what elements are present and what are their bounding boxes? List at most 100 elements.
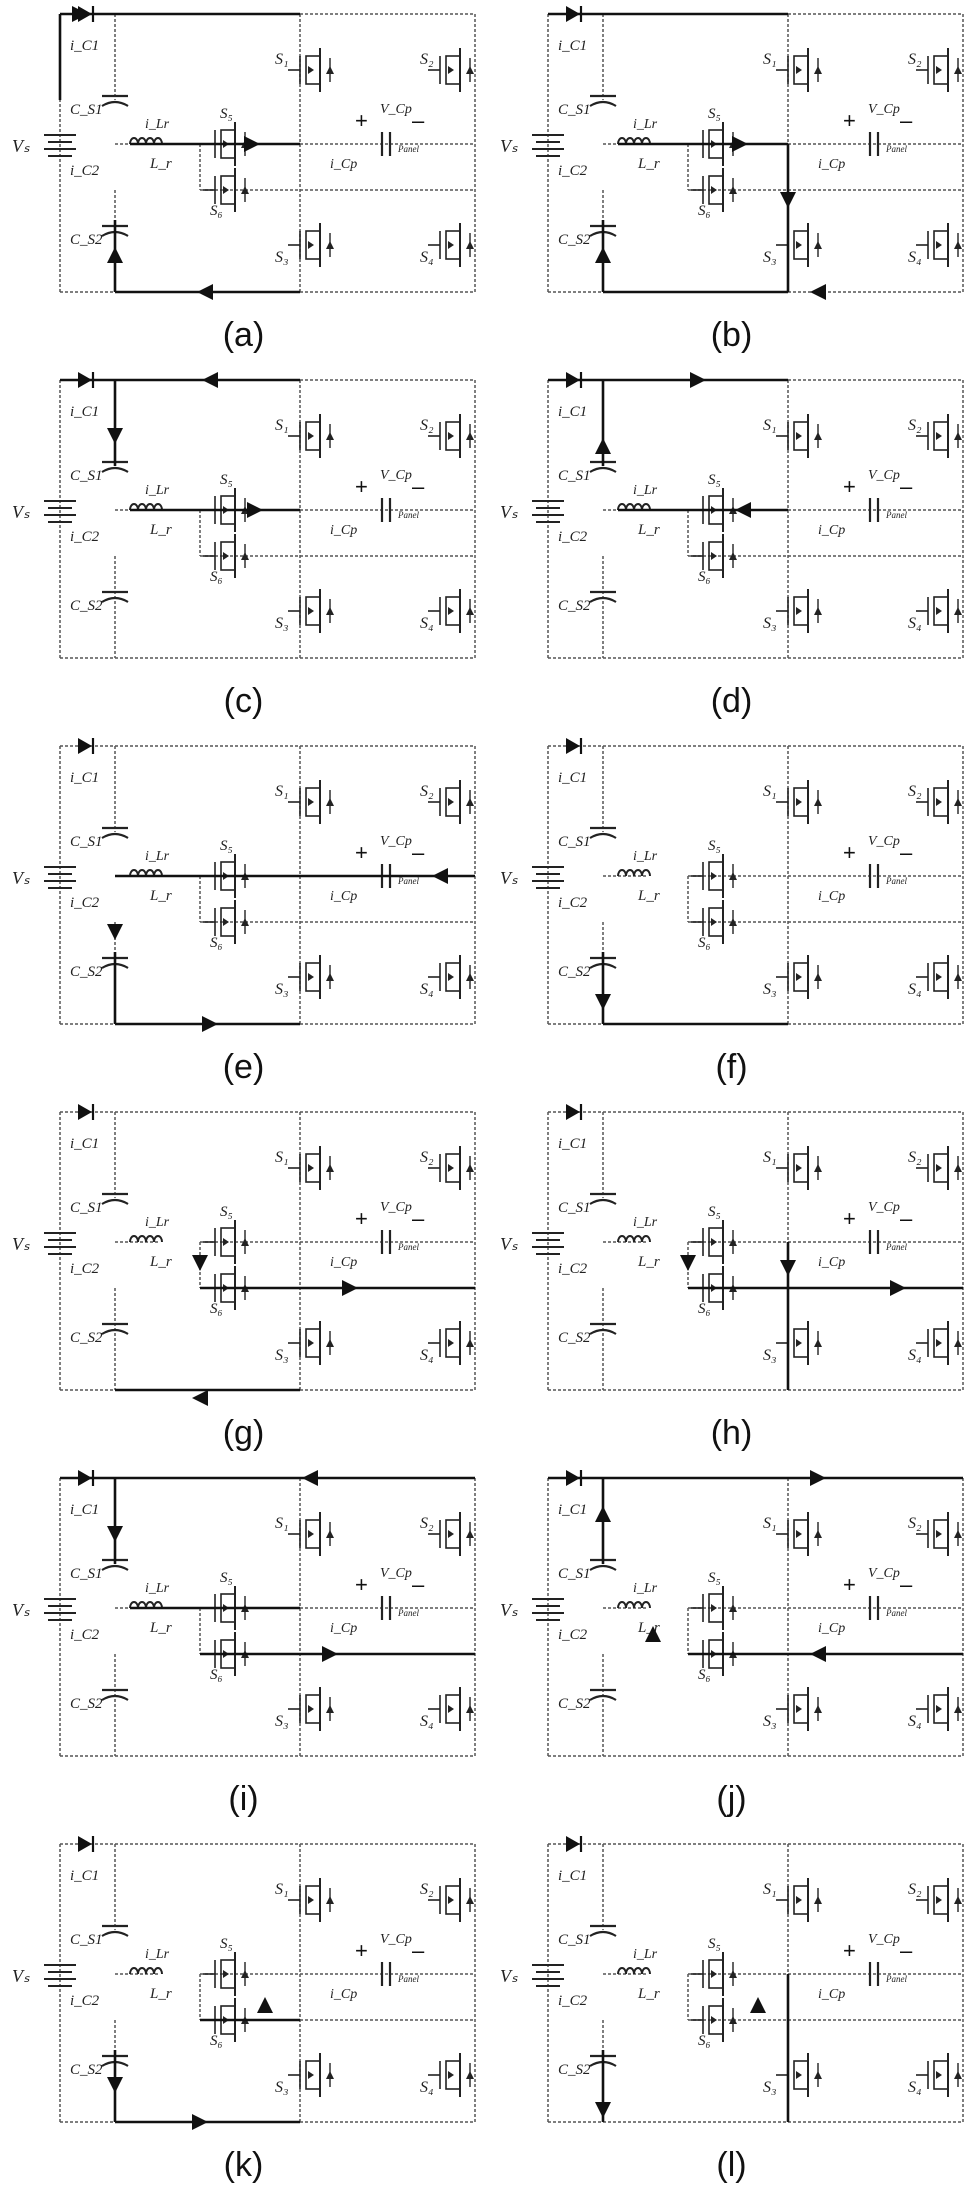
polarity-minus: – (412, 1206, 425, 1231)
switch-s3-symbol (288, 955, 334, 999)
current-arrow (202, 1016, 218, 1032)
current-arrow (72, 6, 88, 22)
capacitor-current-label: i_C2 (558, 895, 588, 911)
current-arrow (810, 1470, 826, 1486)
switch-s6-symbol (203, 534, 249, 578)
switch-s5-label: S₅ (708, 1570, 721, 1586)
switch-s1-label: S₁ (763, 417, 777, 434)
polarity-plus: + (355, 1938, 368, 1963)
current-arrow (197, 284, 213, 300)
switch-s6-symbol (691, 534, 737, 578)
switch-s2-label: S₂ (908, 1515, 922, 1532)
switch-s2-label: S₂ (908, 417, 922, 434)
panel-capacitor-symbol (380, 132, 392, 156)
switch-s4-symbol (428, 223, 474, 267)
switch-s4-symbol (916, 223, 962, 267)
capacitor-current-label: i_C2 (70, 1261, 100, 1277)
dc-source-symbol (532, 866, 564, 889)
switch-s6-label: S₆ (698, 569, 711, 585)
capacitor-label: C_S1 (558, 834, 591, 850)
dc-source-symbol (44, 134, 76, 157)
polarity-plus: + (355, 474, 368, 499)
switch-s4-label: S₄ (420, 249, 434, 266)
capacitor-current-label: i_C2 (558, 163, 588, 179)
switch-s5-label: S₅ (220, 106, 233, 122)
switch-s3-label: S₃ (763, 2079, 777, 2096)
switch-s3-symbol (776, 1321, 822, 1365)
resonant-inductor-symbol (617, 869, 651, 877)
resonant-inductor-symbol (617, 503, 651, 511)
switch-s1-symbol (776, 1878, 822, 1922)
switch-s3-label: S₃ (275, 249, 289, 266)
switch-s4-label: S₄ (908, 1347, 922, 1364)
current-arrow (107, 428, 123, 444)
switch-s5-symbol (691, 1220, 737, 1264)
capacitor-label: C_S1 (70, 1566, 103, 1582)
panel-label: Panel (885, 144, 907, 154)
polarity-plus: + (355, 108, 368, 133)
switch-s5-label: S₅ (708, 106, 721, 122)
panel-current-label: i_Cp (330, 889, 357, 904)
capacitor-current-label: i_C1 (70, 38, 99, 54)
inductor-label: L_r (149, 156, 172, 172)
switch-s3-label: S₃ (763, 1347, 777, 1364)
polarity-plus: + (843, 1206, 856, 1231)
switch-s5-label: S₅ (708, 1204, 721, 1220)
switch-s4-symbol (916, 1321, 962, 1365)
switch-s5-label: S₅ (220, 1204, 233, 1220)
current-arrow (735, 502, 751, 518)
switch-s3-symbol (288, 1321, 334, 1365)
split-capacitor-symbol (101, 94, 129, 107)
capacitor-current-label: i_C2 (558, 1993, 588, 2009)
switch-s3-symbol (776, 223, 822, 267)
polarity-plus: + (843, 108, 856, 133)
panel-label: Panel (397, 876, 419, 886)
split-capacitor-symbol (589, 590, 617, 603)
capacitor-label: C_S2 (70, 2062, 103, 2078)
switch-s5-symbol (203, 1952, 249, 1996)
switch-s6-label: S₆ (210, 1667, 223, 1683)
panel-caption: (a) (222, 316, 265, 354)
capacitor-current-label: i_C1 (70, 1868, 99, 1884)
panel-label: Panel (397, 1608, 419, 1618)
switch-s6-label: S₆ (698, 1301, 711, 1317)
capacitor-current-label: i_C1 (70, 1502, 99, 1518)
input-diode-symbol (566, 1104, 583, 1120)
current-arrow (107, 2077, 123, 2093)
switch-s1-label: S₁ (763, 1881, 777, 1898)
panel-voltage-label: V_Cp (868, 1566, 900, 1581)
split-capacitor-symbol (101, 1924, 129, 1937)
capacitor-label: C_S1 (70, 1932, 103, 1948)
polarity-minus: – (900, 1206, 913, 1231)
source-label: Vₛ (12, 868, 30, 888)
polarity-plus: + (843, 474, 856, 499)
capacitor-label: C_S2 (70, 598, 103, 614)
switch-s6-label: S₆ (698, 203, 711, 219)
switch-s4-label: S₄ (420, 981, 434, 998)
panel-capacitor-symbol (380, 498, 392, 522)
capacitor-label: C_S1 (558, 1566, 591, 1582)
input-diode-symbol (78, 1104, 95, 1120)
switch-s4-symbol (428, 589, 474, 633)
polarity-plus: + (843, 1572, 856, 1597)
switch-s4-symbol (428, 1321, 474, 1365)
switch-s6-symbol (691, 168, 737, 212)
switch-s2-symbol (916, 1878, 962, 1922)
split-capacitor-symbol (101, 826, 129, 839)
split-capacitor-symbol (589, 1688, 617, 1701)
inductor-label: L_r (149, 888, 172, 904)
capacitor-current-label: i_C1 (558, 1868, 587, 1884)
capacitor-current-label: i_C2 (70, 529, 100, 545)
polarity-plus: + (843, 840, 856, 865)
input-diode-symbol (566, 1836, 583, 1852)
capacitor-current-label: i_C1 (70, 1136, 99, 1152)
switch-s1-symbol (288, 414, 334, 458)
current-arrow (192, 2114, 208, 2130)
source-label: Vₛ (12, 502, 30, 522)
split-capacitor-symbol (101, 1322, 129, 1335)
